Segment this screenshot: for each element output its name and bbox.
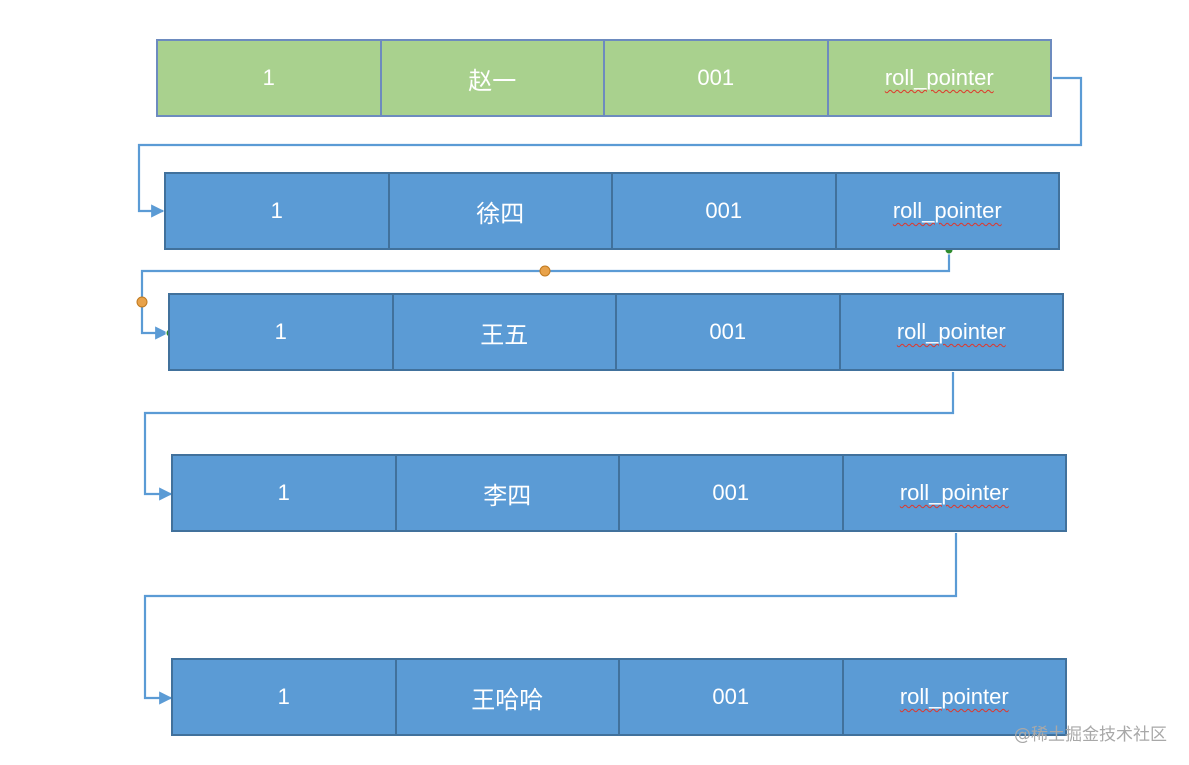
cell-roll-pointer: roll_pointer <box>843 658 1067 736</box>
cell-id: 1 <box>156 39 382 117</box>
cell-id: 1 <box>171 454 397 532</box>
connector-handle-corner[interactable] <box>136 296 148 308</box>
cell-trx-id: 001 <box>605 39 829 117</box>
undo-record-row-2: 1 徐四 001 roll_pointer <box>164 172 1060 250</box>
cell-trx-id: 001 <box>620 658 844 736</box>
connector-handle-mid[interactable] <box>539 265 551 277</box>
roll-pointer-label: roll_pointer <box>899 684 1009 709</box>
cell-id: 1 <box>164 172 390 250</box>
cell-roll-pointer: roll_pointer <box>828 39 1052 117</box>
cell-name: 徐四 <box>389 172 613 250</box>
cell-name: 王哈哈 <box>396 658 620 736</box>
connector-row4-to-row5 <box>143 533 958 705</box>
cell-trx-id: 001 <box>617 293 841 371</box>
cell-name: 李四 <box>396 454 620 532</box>
cell-trx-id: 001 <box>620 454 844 532</box>
cell-roll-pointer: roll_pointer <box>840 293 1064 371</box>
cell-id: 1 <box>168 293 394 371</box>
cell-trx-id: 001 <box>613 172 837 250</box>
undo-record-row-1: 1 赵一 001 roll_pointer <box>156 39 1052 117</box>
undo-record-row-4: 1 李四 001 roll_pointer <box>171 454 1067 532</box>
roll-pointer-label: roll_pointer <box>884 65 994 90</box>
cell-roll-pointer: roll_pointer <box>836 172 1060 250</box>
connector-row2-to-row3 <box>140 250 951 340</box>
connector-row3-to-row4 <box>143 372 955 501</box>
watermark: @稀土掘金技术社区 <box>1014 725 1167 745</box>
roll-pointer-label: roll_pointer <box>899 480 1009 505</box>
cell-roll-pointer: roll_pointer <box>843 454 1067 532</box>
cell-id: 1 <box>171 658 397 736</box>
cell-name: 赵一 <box>381 39 605 117</box>
roll-pointer-label: roll_pointer <box>892 198 1002 223</box>
roll-pointer-label: roll_pointer <box>896 319 1006 344</box>
connector-row1-to-row2 <box>137 76 1083 218</box>
undo-record-row-5: 1 王哈哈 001 roll_pointer <box>171 658 1067 736</box>
undo-record-row-3: 1 王五 001 roll_pointer <box>168 293 1064 371</box>
cell-name: 王五 <box>393 293 617 371</box>
